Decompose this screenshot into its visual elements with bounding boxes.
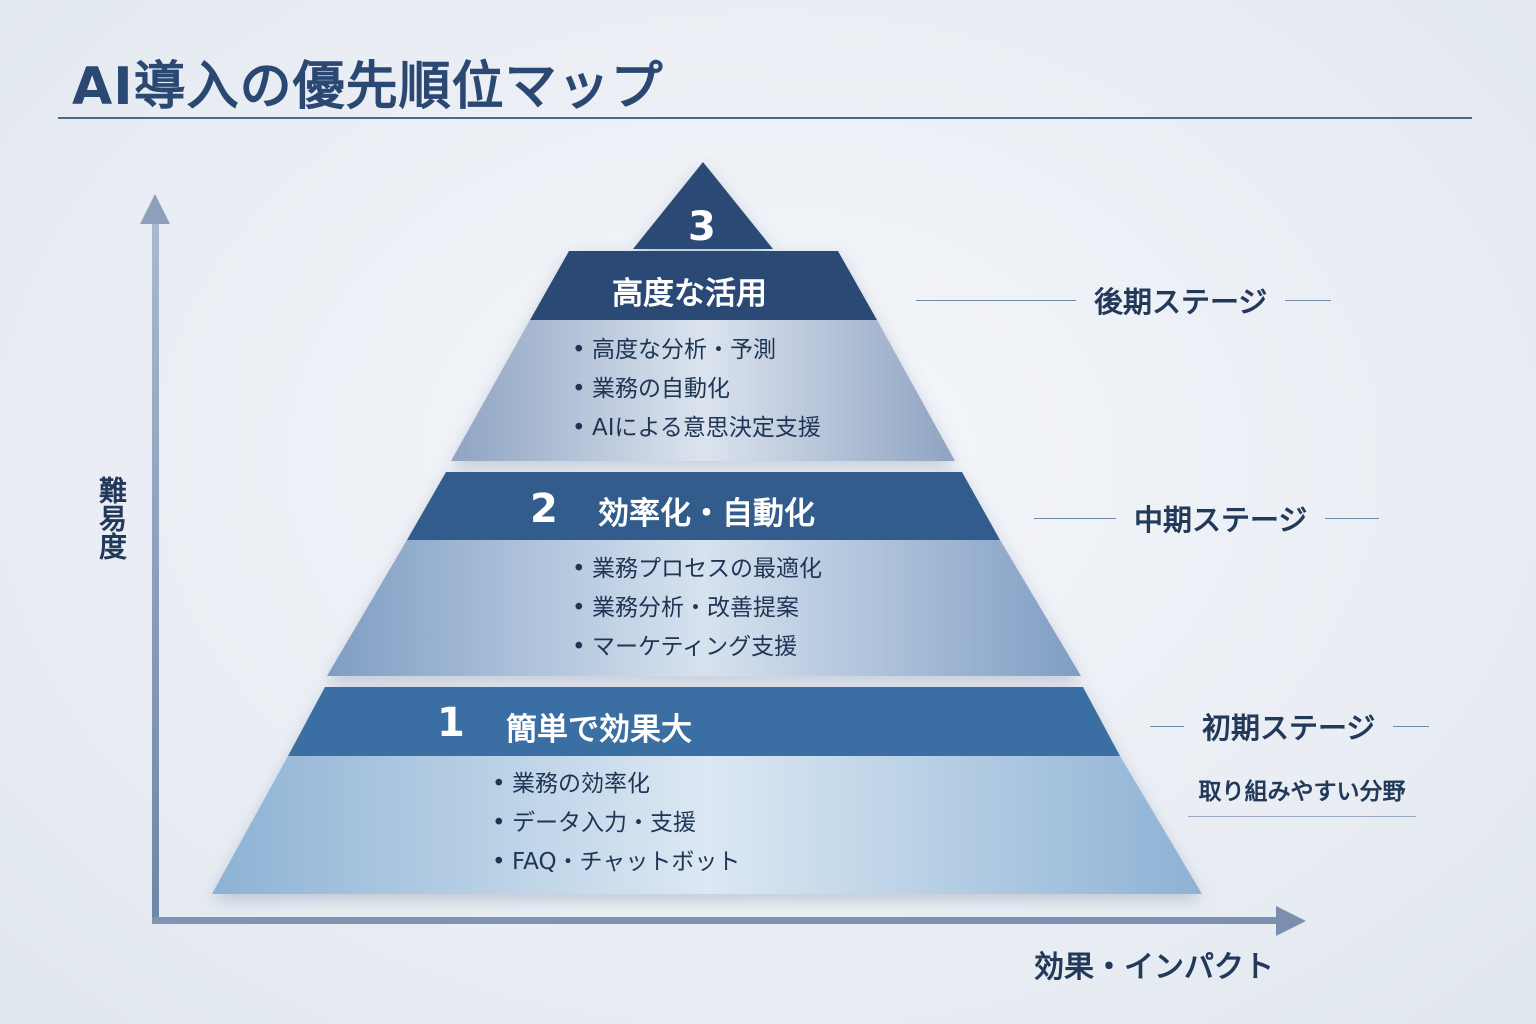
x-axis-line [152, 917, 1278, 924]
tier-2-number: 2 [530, 486, 558, 532]
y-axis-arrow-icon [140, 194, 170, 224]
x-axis-arrow-icon [1276, 906, 1306, 936]
tier-3-band [530, 251, 877, 320]
stage-mid: 中期ステージ [1034, 498, 1380, 538]
stage-early-note: 取り組みやすい分野 [1188, 772, 1416, 817]
list-item: AIによる意思決定支援 [572, 409, 821, 448]
stage-label: 中期ステージ [1134, 503, 1308, 537]
stage-rule-right [1393, 725, 1430, 727]
tier-2-items: 業務プロセスの最適化 業務分析・改善提案 マーケティング支援 [572, 550, 822, 667]
list-item: 高度な分析・予測 [572, 331, 821, 370]
tier-1-band [288, 687, 1120, 756]
list-item: マーケティング支援 [572, 628, 822, 667]
list-item: 業務プロセスの最適化 [572, 550, 822, 589]
tier-1-title: 簡単で効果大 [506, 712, 692, 748]
stage-late: 後期ステージ [916, 280, 1332, 320]
x-axis-label: 効果・インパクト [1034, 950, 1274, 985]
stage-rule-left [1034, 517, 1116, 519]
stage-rule-left [1150, 725, 1184, 727]
list-item: 業務の自動化 [572, 370, 821, 409]
y-axis-line [152, 222, 159, 922]
stage-rule-right [1285, 299, 1332, 301]
tier-3-items: 高度な分析・予測 業務の自動化 AIによる意思決定支援 [572, 331, 821, 448]
stage-rule-left [916, 299, 1076, 301]
tier-2-title: 効率化・自動化 [598, 496, 815, 532]
tier-1-number: 1 [437, 700, 465, 746]
list-item: FAQ・チャットボット [492, 843, 740, 882]
tier-3-apex [633, 162, 773, 249]
tier-2-band [407, 472, 1000, 540]
list-item: データ入力・支援 [492, 804, 740, 843]
stage-early: 初期ステージ [1150, 706, 1430, 746]
tier-3-title: 高度な活用 [612, 276, 767, 312]
stage-label: 後期ステージ [1094, 285, 1268, 319]
list-item: 業務分析・改善提案 [572, 589, 822, 628]
title-divider [58, 117, 1472, 119]
stage-rule-right [1325, 517, 1380, 519]
tier-1-items: 業務の効率化 データ入力・支援 FAQ・チャットボット [492, 765, 740, 882]
page-title: AI導入の優先順位マップ [72, 57, 664, 117]
stage-label: 初期ステージ [1202, 711, 1376, 745]
y-axis-label: 難易度 [95, 476, 128, 560]
tier-3-number: 3 [688, 204, 716, 250]
list-item: 業務の効率化 [492, 765, 740, 804]
